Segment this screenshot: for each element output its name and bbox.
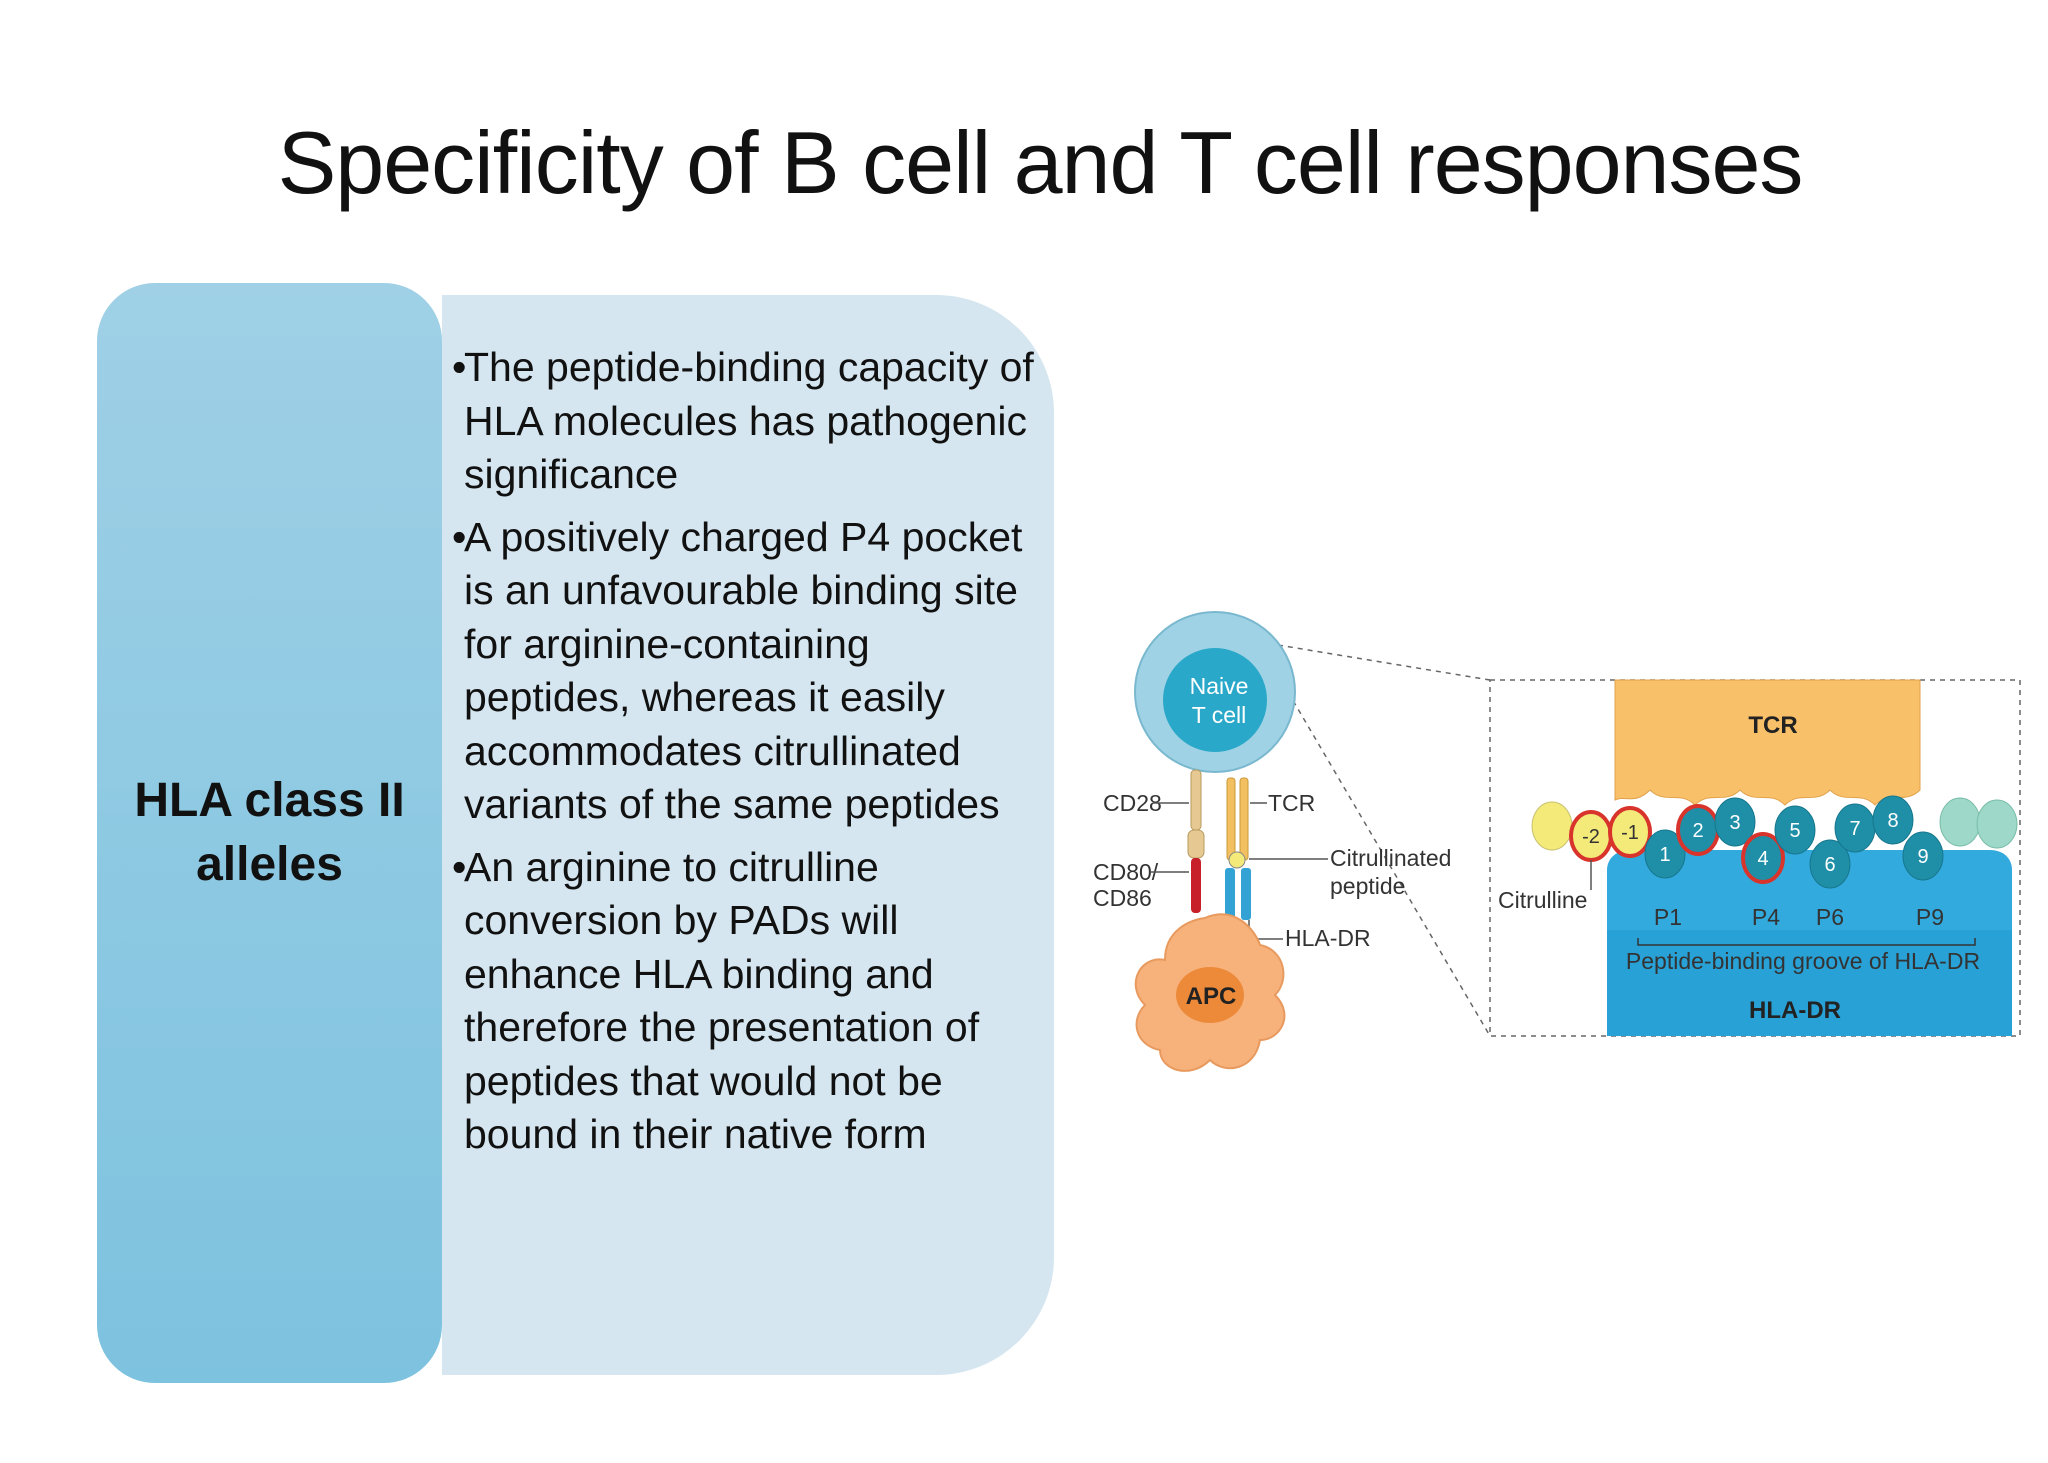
- hla-tcr-diagram: Naive T cell CD28 TCR CD80/ CD86 Citrull…: [1093, 611, 2021, 1072]
- citrullinated-label-2: peptide: [1330, 873, 1405, 899]
- cd86-label: CD86: [1093, 885, 1152, 911]
- peptide-residue-m1: [1608, 806, 1652, 858]
- naive-label-1: Naive: [1190, 673, 1249, 699]
- peptide-residue-4: [1741, 832, 1785, 884]
- bullet-text: A positively charged P4 pocket is an unf…: [464, 513, 1023, 828]
- cd28-receptor: [1187, 769, 1205, 913]
- peptide-residue-citrulline-end: [1531, 801, 1573, 851]
- peptide-num-9: 9: [1917, 846, 1928, 868]
- peptide-residue-5: [1774, 805, 1816, 855]
- sidebar-label: HLA class II alleles: [134, 774, 405, 891]
- peptide-residue-3: [1714, 797, 1756, 847]
- citrullinated-label-1: Citrullinated: [1330, 845, 1451, 871]
- peptide-num-6: 6: [1824, 854, 1835, 876]
- peptide-num-7: 7: [1849, 818, 1860, 840]
- pocket-p4: P4: [1752, 904, 1780, 930]
- bullet-panel: [442, 295, 1054, 1375]
- bullet-text: The peptide-binding capacity of HLA mole…: [464, 344, 1034, 497]
- apc-cell: APC: [1134, 913, 1286, 1072]
- hla-dr-box: HLA-DR Peptide-binding groove of HLA-DR …: [1607, 850, 2012, 1036]
- groove-bracket: [1637, 938, 1976, 946]
- peptide-num-3: 3: [1729, 812, 1740, 834]
- tcr-box-label: TCR: [1748, 712, 1797, 739]
- bullet-text: An arginine to citrulline conversion by …: [464, 843, 980, 1158]
- groove-label: Peptide-binding groove of HLA-DR: [1626, 948, 1980, 974]
- peptide-num-5: 5: [1789, 820, 1800, 842]
- hla-dr-box-label: HLA-DR: [1749, 997, 1841, 1024]
- pocket-p1: P1: [1654, 904, 1682, 930]
- bullet-glyph: •: [452, 843, 467, 890]
- peptide-num-2: 2: [1692, 820, 1703, 842]
- peptide-residue-9: [1902, 831, 1944, 881]
- bullet-list: •The peptide-binding capacity of HLA mol…: [452, 341, 1042, 1171]
- bullet-item-3: •An arginine to citrulline conversion by…: [452, 841, 1042, 1162]
- peptide-num-4: 4: [1757, 848, 1768, 870]
- tcr-receptor-small: [1225, 777, 1251, 920]
- sidebar-box: HLA class II alleles: [97, 283, 442, 1383]
- apc-label: APC: [1186, 983, 1237, 1010]
- slide-title: Specificity of B cell and T cell respons…: [277, 113, 1804, 212]
- citrulline-label: Citrulline: [1498, 887, 1587, 913]
- pocket-p9: P9: [1916, 904, 1944, 930]
- cd28-label: CD28: [1103, 790, 1162, 816]
- pocket-p6: P6: [1816, 904, 1844, 930]
- naive-t-cell: Naive T cell: [1134, 611, 1296, 773]
- peptide-residue-1: [1644, 829, 1686, 879]
- peptide-num-1: 1: [1659, 844, 1670, 866]
- tcr-small-label: TCR: [1268, 790, 1315, 816]
- peptide-residue-end-1: [1939, 797, 1981, 847]
- naive-label-2: T cell: [1192, 702, 1247, 728]
- zoom-line-top: [1277, 644, 1491, 681]
- tcr-box: TCR: [1614, 679, 1921, 806]
- bullet-item-1: •The peptide-binding capacity of HLA mol…: [452, 341, 1042, 502]
- bullet-item-2: •A positively charged P4 pocket is an un…: [452, 511, 1042, 832]
- peptide-num-m2: -2: [1582, 826, 1600, 848]
- peptide-residue-8: [1872, 795, 1914, 845]
- peptide-residue-end-2: [1976, 799, 2018, 849]
- peptide-num-8: 8: [1887, 810, 1898, 832]
- bullet-glyph: •: [452, 513, 467, 560]
- cd80-label: CD80/: [1093, 859, 1159, 885]
- bullet-glyph: •: [452, 344, 467, 390]
- hla-dr-small-label: HLA-DR: [1285, 925, 1371, 951]
- peptide-num-m1: -1: [1621, 822, 1639, 844]
- peptide-residue-6: [1809, 839, 1851, 889]
- peptide-chain: -2 -1 1 2 3 4 5 6 7 8 9: [1531, 795, 2018, 889]
